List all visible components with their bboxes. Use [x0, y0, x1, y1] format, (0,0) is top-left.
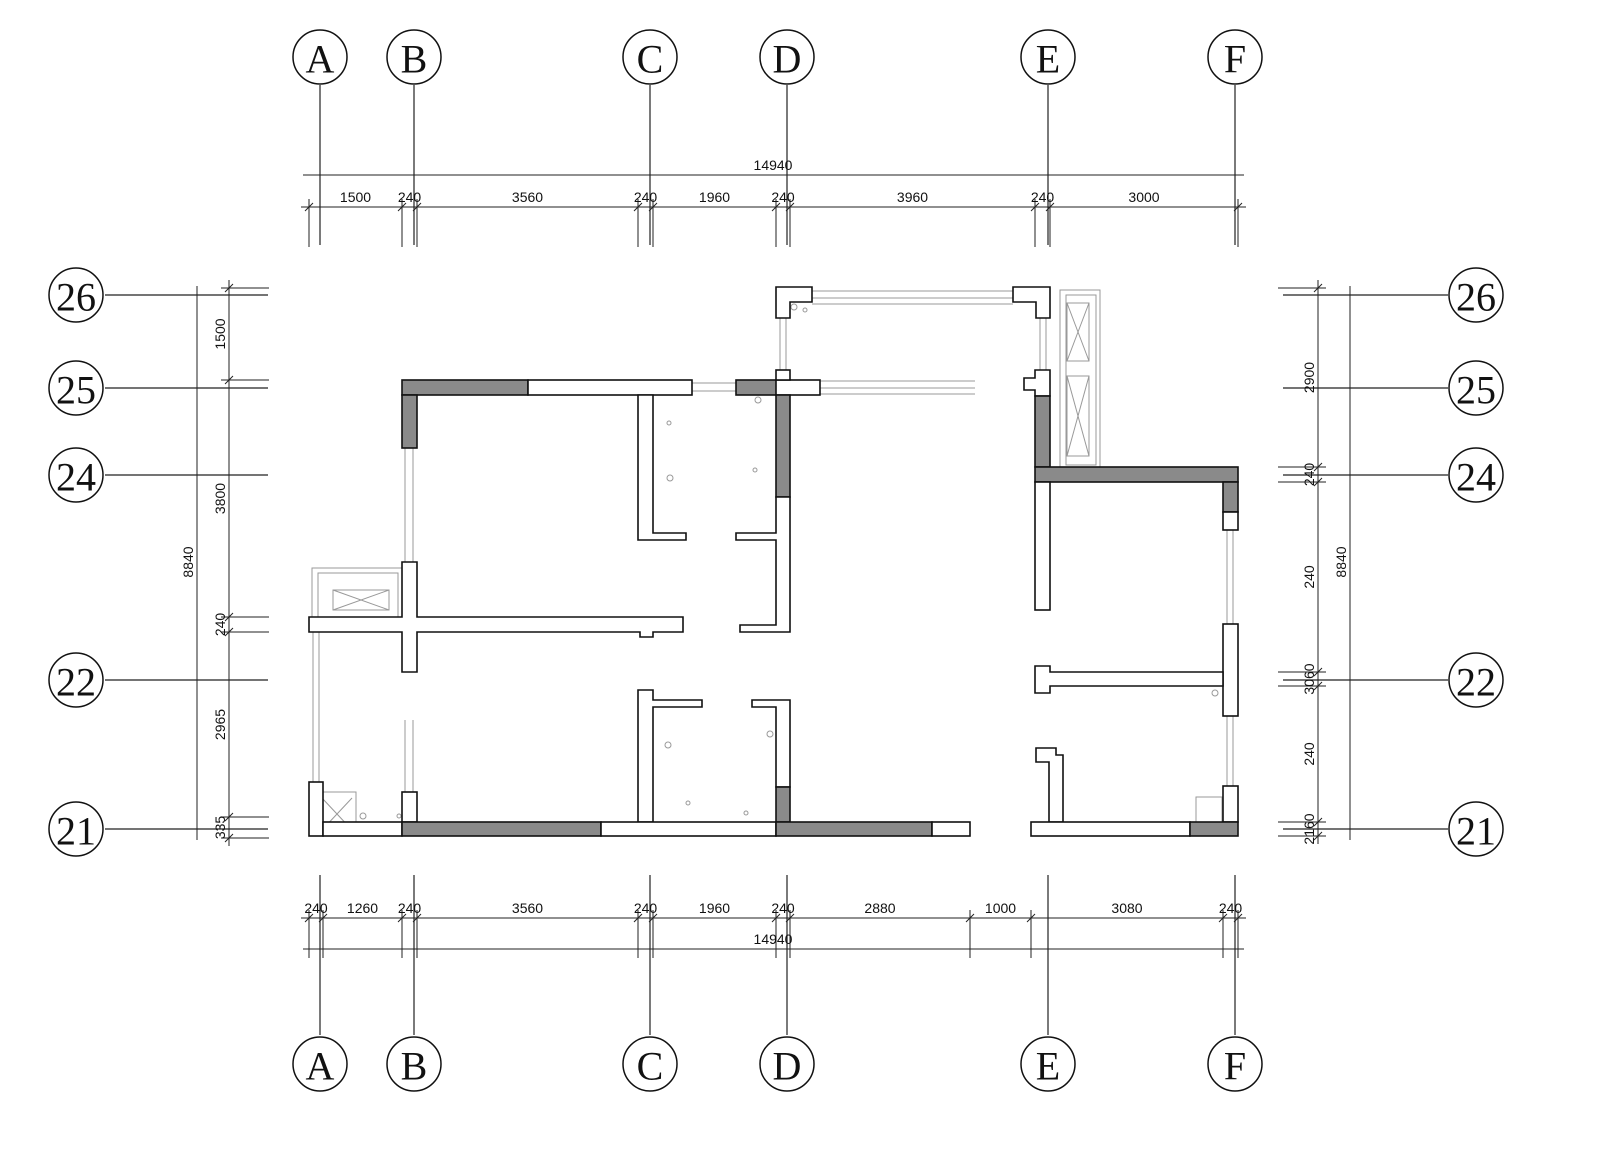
grid-bubble — [1448, 267, 1504, 323]
dimension-total: 8840 — [1333, 546, 1349, 577]
dimension-total: 14940 — [754, 157, 793, 173]
dimension-label: 1500 — [340, 189, 371, 205]
dimension-lines: 1500 240 3560 240 1960 240 3960 240 3000 240 1260 2… — [0, 0, 1351, 958]
dimension-label: 1260 — [347, 900, 378, 916]
dimension-label: 3960 — [897, 189, 928, 205]
grid-label-col: A — [306, 1044, 335, 1089]
grid-bubble — [386, 1036, 442, 1092]
grid-label-col: F — [1224, 37, 1246, 82]
dimension-label: 240 — [1301, 463, 1317, 487]
grid-label-col: B — [401, 37, 428, 82]
grid-lines — [105, 85, 1448, 1035]
grid-label-col: E — [1036, 1044, 1060, 1089]
dimension-label: 240 — [398, 900, 422, 916]
grid-label-col: C — [637, 1044, 664, 1089]
grid-label-row: 21 — [56, 809, 96, 854]
grid-label-col: C — [637, 37, 664, 82]
dimension-total: 8840 — [180, 546, 196, 577]
grid-bubble — [1207, 1036, 1263, 1092]
grid-bubble — [622, 1036, 678, 1092]
dimension-label: 3560 — [512, 900, 543, 916]
grid-bubble — [292, 29, 348, 85]
dimension-label: 240 — [304, 900, 328, 916]
dimension-label: 3060 — [1301, 663, 1317, 694]
grid-bubble — [386, 29, 442, 85]
dimension-label: 240 — [634, 189, 658, 205]
walls — [308, 286, 1239, 837]
dimension-label: 240 — [634, 900, 658, 916]
dimension-label: 2160 — [1301, 813, 1317, 844]
grid-bubble — [1448, 360, 1504, 416]
grid-bubble — [48, 652, 104, 708]
dimension-label: 3800 — [212, 483, 228, 514]
grid-label-row: 21 — [1456, 809, 1496, 854]
windows — [311, 289, 1234, 833]
grid-bubble — [1207, 29, 1263, 85]
grid-label-col: F — [1224, 1044, 1246, 1089]
grid-bubble — [1448, 447, 1504, 503]
grid-label-row: 25 — [1456, 368, 1496, 413]
dimension-label: 2880 — [864, 900, 895, 916]
grid-label-col: A — [306, 37, 335, 82]
dimension-label: 240 — [1301, 742, 1317, 766]
grid-label-row: 24 — [1456, 455, 1496, 500]
dimension-label: 1500 — [212, 318, 228, 349]
grid-bubble — [292, 1036, 348, 1092]
dimension-label: 1000 — [985, 900, 1016, 916]
dimension-label: 335 — [212, 816, 228, 840]
grid-bubble — [48, 360, 104, 416]
grid-label-row: 22 — [56, 660, 96, 705]
dimension-label: 3080 — [1111, 900, 1142, 916]
grid-bubble — [1020, 29, 1076, 85]
grid-bubble — [1020, 1036, 1076, 1092]
grid-label-row: 26 — [56, 275, 96, 320]
dimension-label: 240 — [771, 189, 795, 205]
grid-bubble — [759, 1036, 815, 1092]
dimension-label: 240 — [398, 189, 422, 205]
grid-label-row: 24 — [56, 455, 96, 500]
grid-bubble — [759, 29, 815, 85]
grid-label-row: 22 — [1456, 660, 1496, 705]
grid-bubble — [48, 447, 104, 503]
dimension-label: 240 — [771, 900, 795, 916]
dimension-label: 240 — [212, 613, 228, 637]
dimension-label: 3560 — [512, 189, 543, 205]
grid-label-row: 25 — [56, 368, 96, 413]
dimension-label: 2900 — [1301, 362, 1317, 393]
grid-label-row: 26 — [1456, 275, 1496, 320]
grid-bubble — [622, 29, 678, 85]
grid-bubbles: A A B B C C D D E E F F 26 26 25 25 24 24 22 22 21 21 — [48, 29, 1504, 1092]
grid-label-col: D — [773, 37, 802, 82]
grid-bubble — [48, 801, 104, 857]
dimension-label: 240 — [1301, 565, 1317, 589]
dimension-label: 2965 — [212, 709, 228, 740]
grid-label-col: E — [1036, 37, 1060, 82]
grid-bubble — [1448, 801, 1504, 857]
dimension-label: 240 — [1031, 189, 1055, 205]
dimension-total: 14940 — [754, 931, 793, 947]
grid-bubble — [48, 267, 104, 323]
grid-bubble — [1448, 652, 1504, 708]
grid-label-col: B — [401, 1044, 428, 1089]
dimension-label: 1960 — [699, 189, 730, 205]
dimension-label: 240 — [1219, 900, 1243, 916]
dimension-label: 3000 — [1128, 189, 1159, 205]
dimension-label: 240 — [0, 0, 12, 3]
dimension-label: 1960 — [699, 900, 730, 916]
grid-label-col: D — [773, 1044, 802, 1089]
